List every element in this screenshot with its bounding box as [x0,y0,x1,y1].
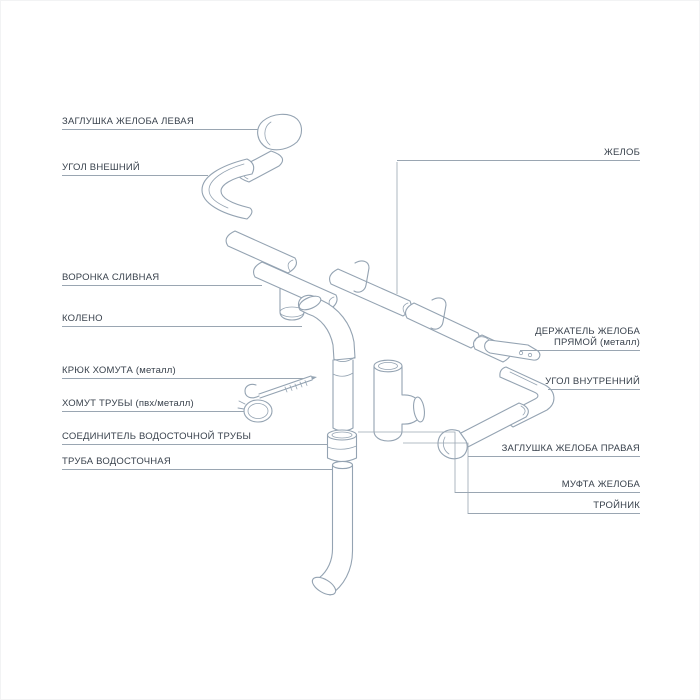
label-text: ТРУБА ВОДОСТОЧНАЯ [62,456,171,467]
label-drain-funnel: ВОРОНКА СЛИВНАЯ [62,272,262,286]
part-downpipe-long [311,460,354,596]
label-text: ЗАГЛУШКА ЖЕЛОБА ПРАВАЯ [501,443,640,454]
label-text: МУФТА ЖЕЛОБА [561,479,640,490]
label-clamp-hook: КРЮК ХОМУТА (металл) [62,365,303,379]
label-text: КРЮК ХОМУТА (металл) [62,365,176,376]
part-tee [373,359,425,442]
label-downpipe: ТРУБА ВОДОСТОЧНАЯ [62,456,332,470]
label-text: СОЕДИНИТЕЛЬ ВОДОСТОЧНОЙ ТРУБЫ [62,431,252,442]
label-text: ТРОЙНИК [593,500,640,511]
label-text: ЖЕЛОБ [604,147,640,158]
part-elbow [297,294,356,362]
label-inner-corner: УГОЛ ВНУТРЕННИЙ [545,376,640,390]
leader-coupling [358,431,456,493]
label-gutter: ЖЕЛОБ [397,147,640,161]
label-text: УГОЛ ВНУТРЕННИЙ [545,376,640,387]
label-text: КОЛЕНО [62,313,103,324]
label-text: ВОРОНКА СЛИВНАЯ [62,272,160,283]
label-pipe-connector: СОЕДИНИТЕЛЬ ВОДОСТОЧНОЙ ТРУБЫ [62,431,328,445]
part-end-cap-right [437,402,529,460]
part-gutter-piece [405,297,480,349]
label-outer-corner: УГОЛ ВНЕШНИЙ [62,162,208,176]
part-gutter-holder [473,334,541,363]
part-gutter-bracket [430,297,447,330]
part-clamp-hook [244,375,317,399]
label-tee: ТРОЙНИК [468,500,640,514]
label-text: ХОМУТ ТРУБЫ (пвх/металл) [62,398,194,409]
leader-tee [403,442,469,514]
label-pipe-clamp: ХОМУТ ТРУБЫ (пвх/металл) [62,398,244,412]
label-gutter-end-cap-left: ЗАГЛУШКА ЖЕЛОБА ЛЕВАЯ [62,116,258,130]
part-gutter-piece [329,260,412,317]
label-text: УГОЛ ВНЕШНИЙ [62,162,140,173]
label-elbow: КОЛЕНО [62,313,302,327]
part-gutter-bracket [353,260,370,293]
label-gutter-coupling: МУФТА ЖЕЛОБА [455,479,640,493]
part-outer-corner [201,158,255,220]
part-downpipe [332,359,354,432]
label-gutter-holder: ДЕРЖАТЕЛЬ ЖЕЛОБА ПРЯМОЙ (металл) [520,324,640,351]
part-pipe-clamp [237,399,273,423]
part-end-cap-left [257,113,303,151]
leader-lines [358,162,469,514]
label-text: ЗАГЛУШКА ЖЕЛОБА ЛЕВАЯ [62,116,194,127]
label-text: ДЕРЖАТЕЛЬ ЖЕЛОБА ПРЯМОЙ (металл) [535,326,640,348]
label-gutter-end-cap-right: ЗАГЛУШКА ЖЕЛОБА ПРАВАЯ [468,443,640,457]
